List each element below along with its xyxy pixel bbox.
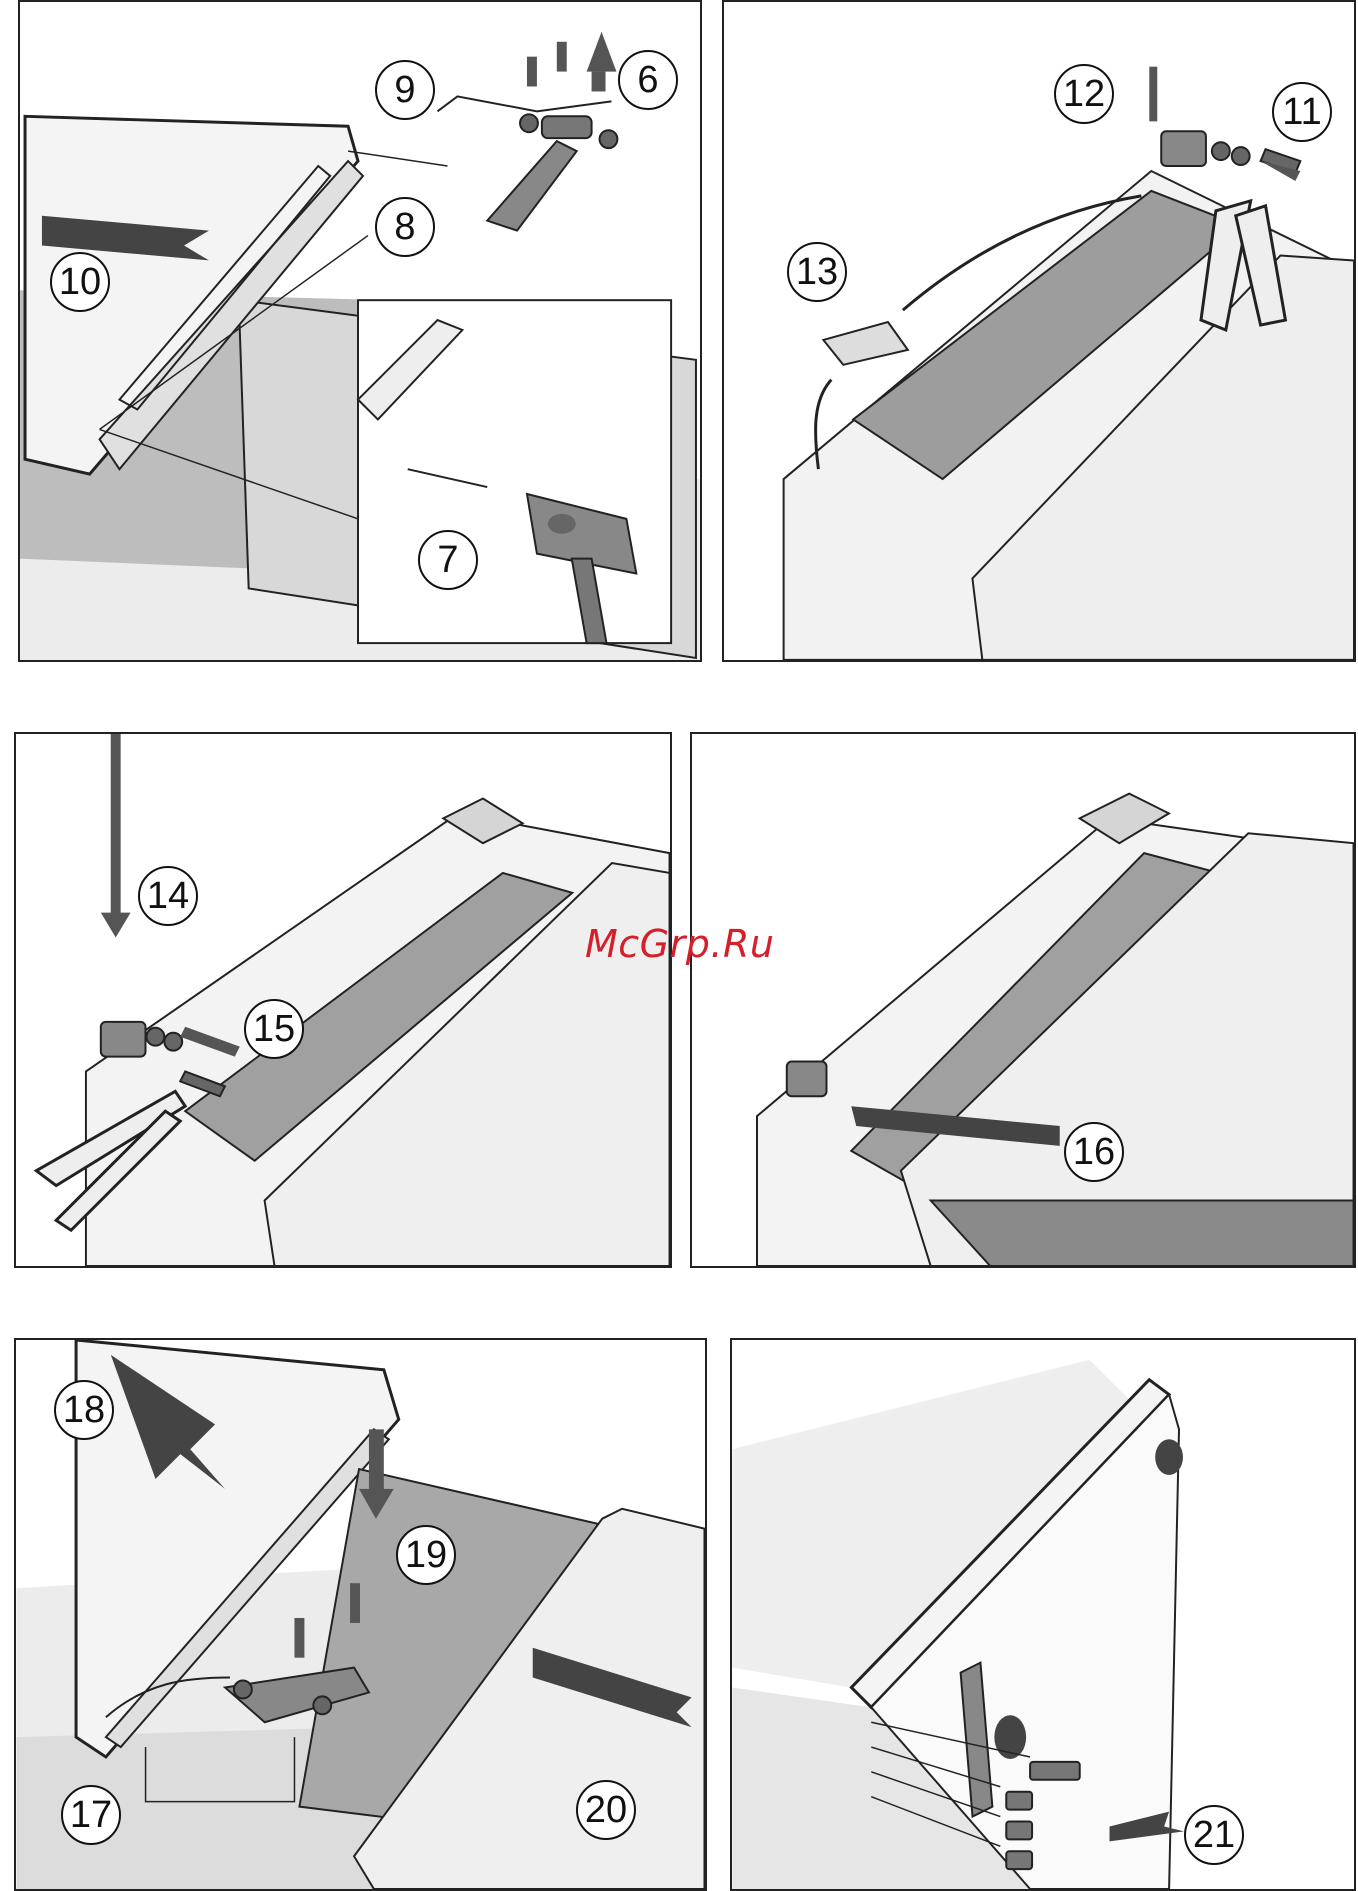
panel-step-21: 21 bbox=[730, 1338, 1356, 1891]
step-11-badge: 11 bbox=[1272, 82, 1332, 142]
step-21-badge: 21 bbox=[1184, 1805, 1244, 1865]
step-18-badge: 18 bbox=[54, 1380, 114, 1440]
step-7-badge: 7 bbox=[418, 530, 478, 590]
step-6-badge: 6 bbox=[618, 50, 678, 110]
step-9-badge: 9 bbox=[375, 60, 435, 120]
step-10-badge: 10 bbox=[50, 252, 110, 312]
panel-steps-11-13: 11 12 13 bbox=[722, 0, 1356, 662]
step-19-badge: 19 bbox=[396, 1525, 456, 1585]
step-20-badge: 20 bbox=[576, 1780, 636, 1840]
panel-steps-17-20: 17 18 19 20 bbox=[14, 1338, 707, 1891]
step-15-badge: 15 bbox=[244, 999, 304, 1059]
panel-a-illustration bbox=[20, 2, 700, 660]
panel-c-illustration bbox=[16, 734, 670, 1266]
step-14-badge: 14 bbox=[138, 866, 198, 926]
step-16-badge: 16 bbox=[1064, 1122, 1124, 1182]
panel-steps-6-10: 6 7 8 9 10 bbox=[18, 0, 702, 662]
panel-f-illustration bbox=[732, 1340, 1354, 1889]
step-8-badge: 8 bbox=[375, 197, 435, 257]
watermark: McGrp.Ru bbox=[585, 922, 774, 966]
step-12-badge: 12 bbox=[1054, 64, 1114, 124]
panel-step-16: 16 bbox=[690, 732, 1356, 1268]
step-17-badge: 17 bbox=[61, 1785, 121, 1845]
panel-steps-14-15: 14 15 bbox=[14, 732, 672, 1268]
panel-b-illustration bbox=[724, 2, 1354, 660]
panel-d-illustration bbox=[692, 734, 1354, 1266]
step-13-badge: 13 bbox=[787, 242, 847, 302]
